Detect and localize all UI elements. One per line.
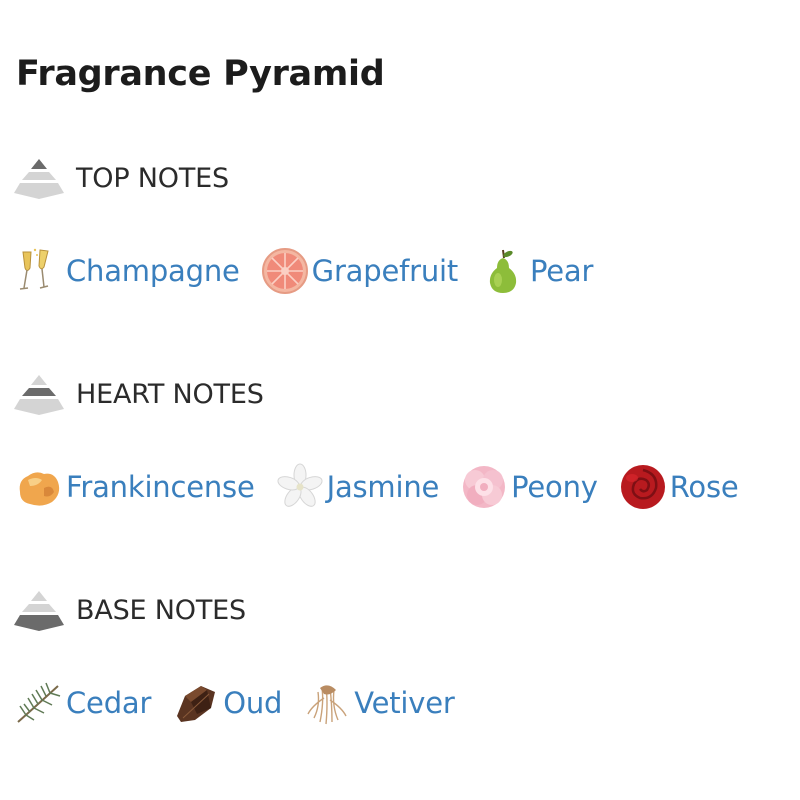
notes-row-top: Champagne Grapefruit Pear bbox=[14, 241, 613, 301]
section-header-base-notes: BASE NOTES bbox=[14, 582, 246, 638]
note-label: Jasmine bbox=[326, 470, 440, 504]
section-label: HEART NOTES bbox=[76, 378, 264, 410]
note-pear[interactable]: Pear bbox=[478, 246, 593, 296]
rose-icon bbox=[620, 465, 665, 509]
note-label: Peony bbox=[511, 470, 598, 504]
page-title: Fragrance Pyramid bbox=[16, 54, 385, 94]
vetiver-icon bbox=[307, 685, 347, 725]
note-label: Frankincense bbox=[66, 470, 255, 504]
cedar-icon bbox=[17, 682, 61, 723]
pyramid-top-icon bbox=[14, 159, 64, 199]
note-label: Champagne bbox=[66, 254, 240, 288]
oud-icon bbox=[177, 686, 216, 722]
note-label: Pear bbox=[530, 254, 594, 288]
note-vetiver[interactable]: Vetiver bbox=[302, 678, 455, 728]
note-oud[interactable]: Oud bbox=[171, 678, 282, 728]
note-cedar[interactable]: Cedar bbox=[14, 678, 151, 728]
jasmine-icon bbox=[277, 463, 323, 507]
note-label: Vetiver bbox=[354, 686, 455, 720]
note-grapefruit[interactable]: Grapefruit bbox=[260, 246, 458, 296]
peony-icon bbox=[463, 466, 506, 508]
pyramid-base-icon bbox=[14, 591, 64, 631]
section-label: TOP NOTES bbox=[76, 162, 229, 194]
note-rose[interactable]: Rose bbox=[618, 462, 739, 512]
note-label: Grapefruit bbox=[311, 254, 459, 288]
note-label: Cedar bbox=[66, 686, 152, 720]
champagne-icon bbox=[19, 248, 49, 290]
frankincense-icon bbox=[19, 472, 60, 506]
note-champagne[interactable]: Champagne bbox=[14, 246, 240, 296]
pyramid-heart-icon bbox=[14, 375, 64, 415]
section-header-top-notes: TOP NOTES bbox=[14, 150, 229, 206]
note-label: Oud bbox=[223, 686, 283, 720]
section-label: BASE NOTES bbox=[76, 594, 246, 626]
grapefruit-icon bbox=[261, 248, 308, 294]
note-frankincense[interactable]: Frankincense bbox=[14, 462, 255, 512]
pear-icon bbox=[489, 249, 517, 293]
note-jasmine[interactable]: Jasmine bbox=[275, 462, 440, 512]
notes-row-heart: Frankincense Jasmine Peony bbox=[14, 457, 759, 517]
note-peony[interactable]: Peony bbox=[459, 462, 598, 512]
section-header-heart-notes: HEART NOTES bbox=[14, 366, 264, 422]
note-label: Rose bbox=[669, 470, 739, 504]
notes-row-base: Cedar Oud Vetiver bbox=[14, 673, 475, 733]
